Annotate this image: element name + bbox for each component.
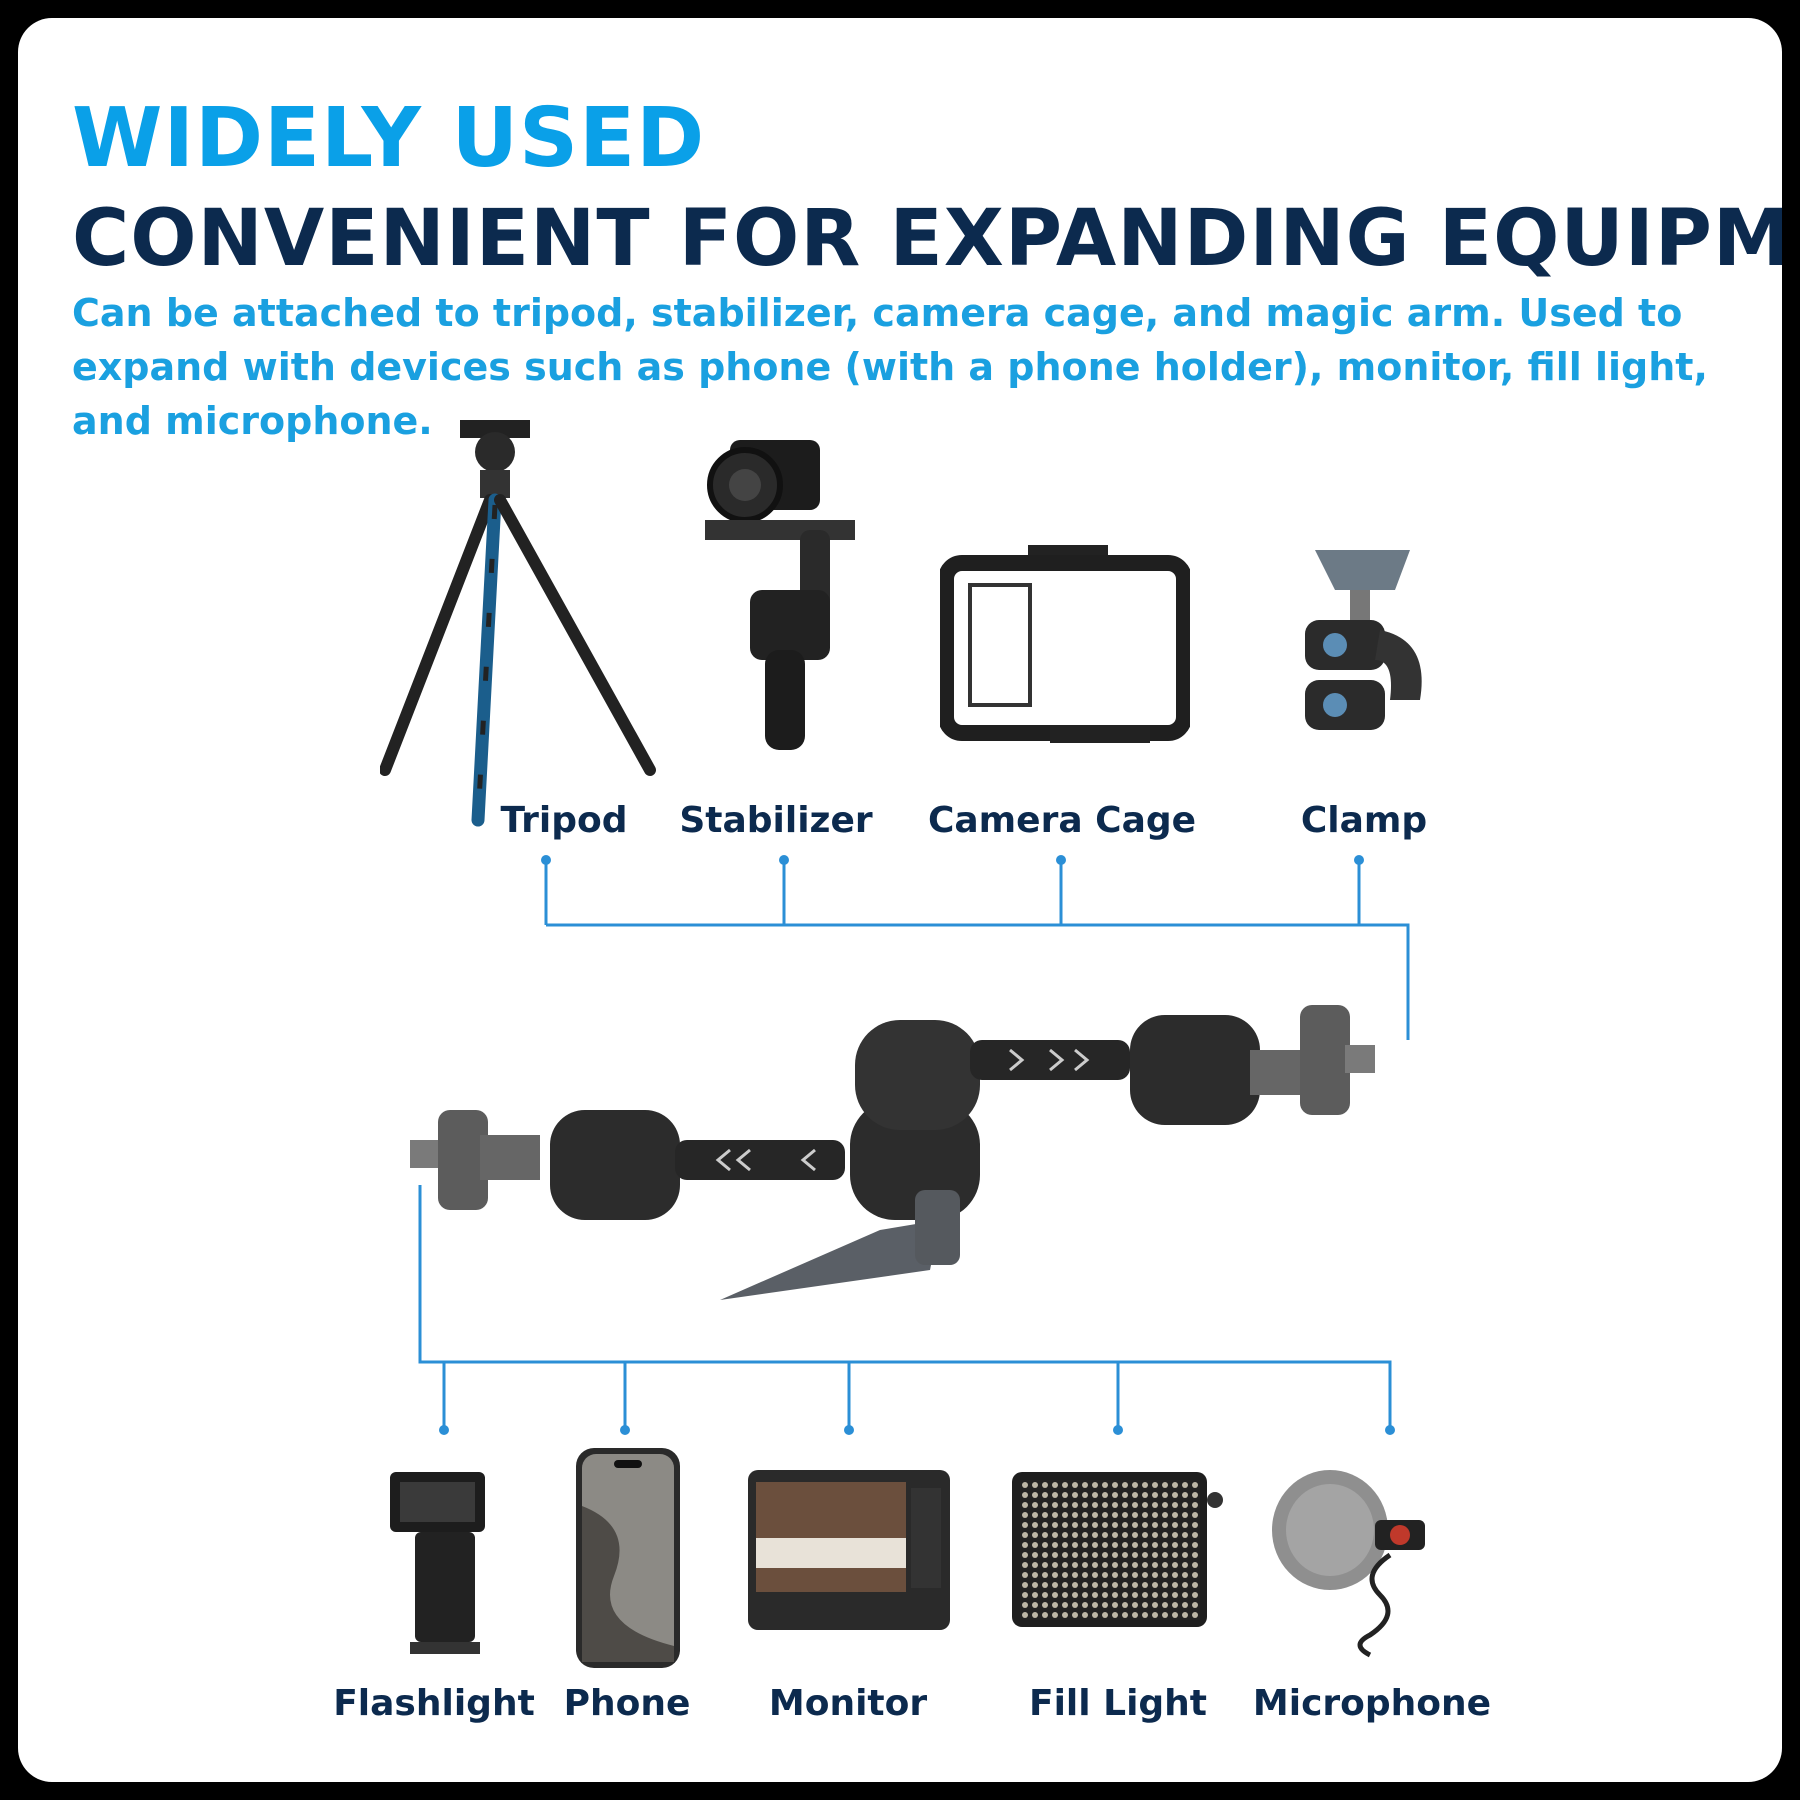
monitor-icon xyxy=(748,1470,950,1630)
camera-cage-icon xyxy=(940,545,1190,743)
tripod-icon xyxy=(380,420,656,827)
flashlight-icon xyxy=(390,1472,485,1654)
stabilizer-icon xyxy=(705,440,855,750)
microphone-icon xyxy=(1272,1470,1425,1658)
headline-primary: WIDELY USED xyxy=(72,91,706,186)
phone-icon xyxy=(576,1448,680,1668)
label-stabilizer: Stabilizer xyxy=(679,800,873,841)
label-flashlight: Flashlight xyxy=(333,1683,535,1724)
label-tripod: Tripod xyxy=(500,800,628,841)
magic-arm-icon xyxy=(410,1005,1375,1300)
description-text: Can be attached to tripod, stabilizer, c… xyxy=(72,291,1708,443)
label-monitor: Monitor xyxy=(768,1683,928,1724)
headline-secondary: CONVENIENT FOR EXPANDING EQUIPMENT xyxy=(72,194,1782,284)
fill-light-icon xyxy=(1012,1472,1223,1627)
label-camera-cage: Camera Cage xyxy=(927,800,1197,841)
label-fill-light: Fill Light xyxy=(1028,1683,1208,1724)
label-microphone: Microphone xyxy=(1252,1683,1492,1724)
label-clamp: Clamp xyxy=(1300,800,1428,841)
label-phone: Phone xyxy=(563,1683,691,1724)
clamp-icon xyxy=(1305,550,1422,730)
